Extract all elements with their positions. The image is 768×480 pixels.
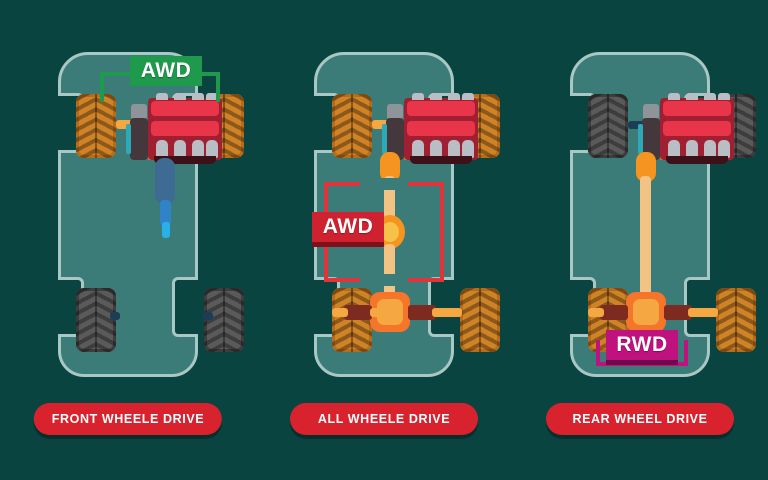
wheel-front-left	[76, 94, 116, 158]
rear-hub-right	[432, 308, 462, 317]
caption-front-wheel-drive[interactable]: FRONT WHEELE DRIVE	[33, 403, 223, 435]
wheel-front-left	[588, 94, 628, 158]
wheel-well-rear-right	[172, 277, 198, 337]
wheel-rear-left	[76, 288, 116, 352]
rear-axle-right	[664, 305, 692, 320]
engine-block	[148, 93, 222, 164]
driveshaft-tube-lower	[384, 244, 395, 302]
engine-block	[404, 93, 478, 164]
driveshaft-tube-upper	[384, 176, 395, 226]
rear-hub-left	[588, 308, 604, 317]
caption-all-wheel-drive[interactable]: ALL WHEELE DRIVE	[290, 403, 478, 435]
rear-hub-right	[688, 308, 718, 317]
engine-block	[660, 93, 734, 164]
wheel-rear-left	[332, 288, 372, 352]
wheel-rear-right	[204, 288, 244, 352]
driveshaft-tube	[640, 176, 651, 302]
rear-stub-right	[203, 312, 213, 320]
rear-axle-link	[370, 308, 400, 317]
panel-rear-wheel-drive[interactable]: RWD REAR WHEEL DRIVE	[512, 0, 768, 480]
panel-badge-awd-front: AWD	[130, 56, 202, 86]
caption-rear-wheel-drive[interactable]: REAR WHEEL DRIVE	[546, 403, 734, 435]
rear-axle-right	[408, 305, 436, 320]
panel-badge-awd-center: AWD	[312, 212, 384, 247]
rear-axle-left	[600, 305, 628, 320]
rear-axle-left	[344, 305, 372, 320]
driveshaft-front-joint	[636, 152, 656, 182]
awd-bracket-top-gap	[360, 178, 408, 190]
rear-stub-left	[110, 312, 120, 320]
panel-all-wheel-drive[interactable]: AWD ALL WHEELE DRIVE	[256, 0, 512, 480]
wheel-rear-right	[716, 288, 756, 352]
rear-differential	[626, 292, 666, 332]
panel-front-wheel-drive[interactable]: AWD FRONT WHEELE DRIVE	[0, 0, 256, 480]
driveshaft-front-joint	[380, 152, 400, 182]
panel-badge-rwd: RWD	[606, 330, 678, 365]
rear-hub-left	[332, 308, 348, 317]
awd-bracket-bottom-gap	[360, 274, 408, 286]
wheel-front-left	[332, 94, 372, 158]
wheel-rear-right	[460, 288, 500, 352]
